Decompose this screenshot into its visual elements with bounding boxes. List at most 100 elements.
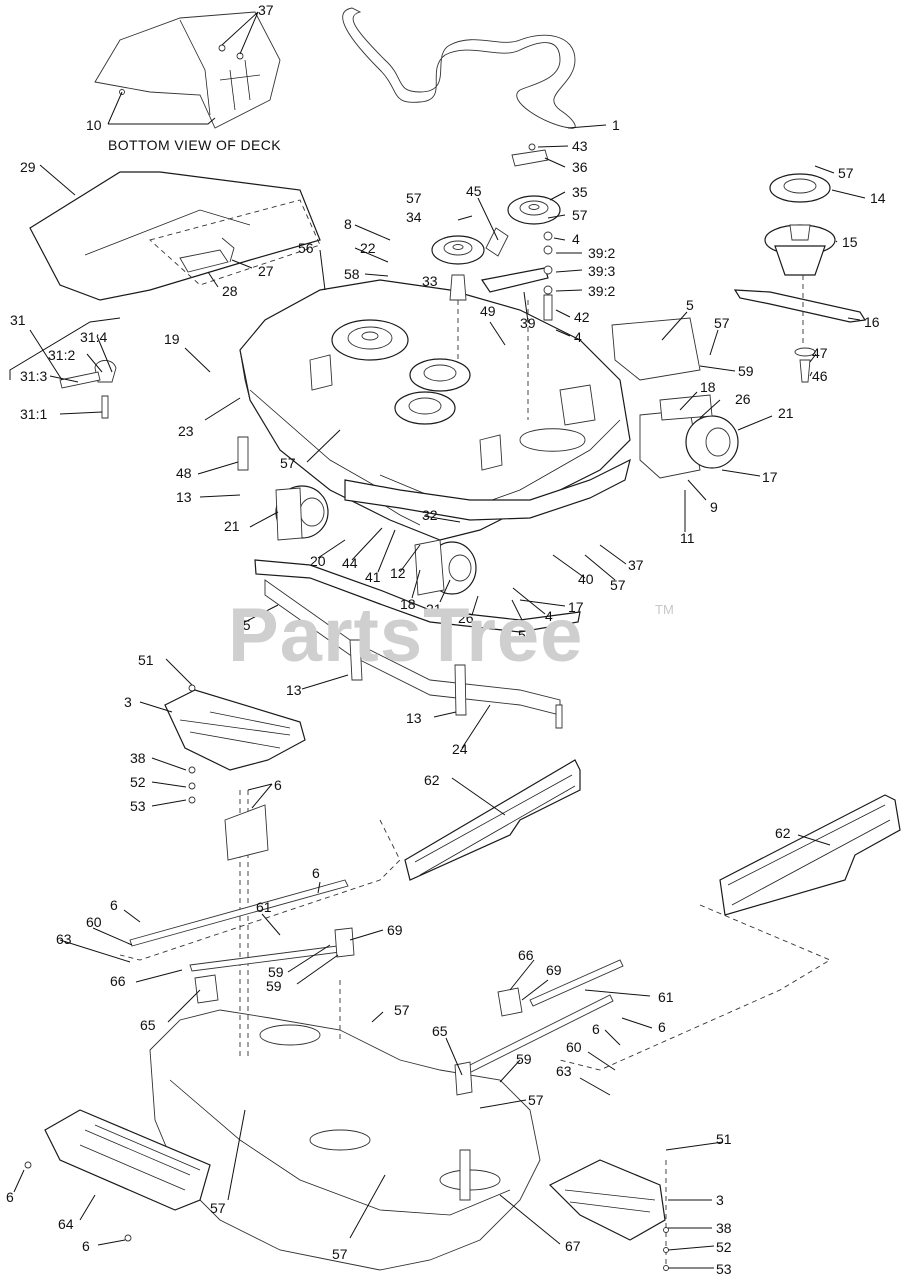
callout: 57 bbox=[714, 315, 730, 331]
callout: 26 bbox=[458, 610, 474, 626]
callout: 41 bbox=[365, 569, 381, 585]
callout: 6 bbox=[658, 1019, 666, 1035]
baffle-rails bbox=[119, 759, 901, 1071]
callout: 21 bbox=[426, 601, 442, 617]
callout: 60 bbox=[566, 1039, 582, 1055]
callout: 13 bbox=[406, 710, 422, 726]
callout: 62 bbox=[775, 825, 791, 841]
callout: 48 bbox=[176, 465, 192, 481]
callout: 5 bbox=[686, 297, 694, 313]
callout: 59 bbox=[738, 363, 754, 379]
callout: 47 bbox=[812, 345, 828, 361]
mower-deck-upper bbox=[239, 279, 631, 541]
callout: 6 bbox=[274, 777, 282, 793]
callout: 43 bbox=[572, 138, 588, 154]
callout: 32 bbox=[422, 507, 438, 523]
callout: 31:2 bbox=[48, 347, 75, 363]
callout: 8 bbox=[344, 216, 352, 232]
callout: 13 bbox=[176, 489, 192, 505]
drive-belt bbox=[342, 7, 576, 129]
callout: 39:2 bbox=[588, 245, 615, 261]
spindle-assembly bbox=[733, 173, 867, 383]
callout: 6 bbox=[82, 1238, 90, 1254]
callout: 69 bbox=[546, 962, 562, 978]
trademark-symbol: TM bbox=[655, 602, 674, 617]
callout: 63 bbox=[556, 1063, 572, 1079]
callout: 6 bbox=[110, 897, 118, 913]
callout: 4 bbox=[572, 231, 580, 247]
callout: 6 bbox=[6, 1189, 14, 1205]
callout: 4 bbox=[574, 329, 582, 345]
callout: 3 bbox=[716, 1192, 724, 1208]
callout: 64 bbox=[58, 1216, 74, 1232]
callout: 37 bbox=[628, 557, 644, 573]
callout: 67 bbox=[565, 1238, 581, 1254]
callout: 66 bbox=[518, 947, 534, 963]
callout: 1 bbox=[612, 117, 620, 133]
callout: 57 bbox=[838, 165, 854, 181]
belt-cover bbox=[29, 171, 321, 301]
callout: 59 bbox=[266, 978, 282, 994]
callout: 59 bbox=[516, 1051, 532, 1067]
callout: 50 bbox=[518, 627, 534, 643]
callout: 51 bbox=[716, 1131, 732, 1147]
callout: 37 bbox=[258, 2, 274, 18]
callout: 69 bbox=[387, 922, 403, 938]
callout: 18 bbox=[400, 596, 416, 612]
callout: 57 bbox=[210, 1200, 226, 1216]
callout: 53 bbox=[716, 1261, 732, 1277]
callout: 26 bbox=[735, 391, 751, 407]
callout: 24 bbox=[452, 741, 468, 757]
callout-labels: 37 10 1 43 36 35 57 57 14 45 34 57 4 8 2… bbox=[6, 2, 886, 1277]
callout: 59 bbox=[268, 964, 284, 980]
pulleys-and-idler bbox=[431, 143, 561, 420]
callout: 17 bbox=[568, 599, 584, 615]
lift-rods bbox=[129, 804, 624, 1096]
callout: 42 bbox=[574, 309, 590, 325]
callout: 57 bbox=[406, 190, 422, 206]
callout: 57 bbox=[572, 207, 588, 223]
callout: 57 bbox=[332, 1246, 348, 1262]
callout: 25 bbox=[235, 617, 251, 633]
callout: 6 bbox=[592, 1021, 600, 1037]
callout: 21 bbox=[778, 405, 794, 421]
callout: 57 bbox=[528, 1092, 544, 1108]
callout: 62 bbox=[424, 772, 440, 788]
callout: 31:4 bbox=[80, 329, 107, 345]
discharge-deflector-lower bbox=[548, 1159, 669, 1271]
callout: 11 bbox=[680, 530, 695, 546]
callout: 52 bbox=[130, 774, 146, 790]
mower-deck-lower bbox=[149, 790, 541, 1271]
callout: 4 bbox=[545, 608, 553, 624]
callout: 3 bbox=[124, 694, 132, 710]
callout: 49 bbox=[480, 303, 496, 319]
callout: 52 bbox=[716, 1239, 732, 1255]
callout: 53 bbox=[130, 798, 146, 814]
callout: 29 bbox=[20, 159, 36, 175]
foot-step-plate bbox=[24, 1109, 211, 1242]
callout: 27 bbox=[258, 263, 274, 279]
callout: 23 bbox=[178, 423, 194, 439]
callout: 66 bbox=[110, 973, 126, 989]
callout: 22 bbox=[360, 240, 376, 256]
bottom-view-caption: BOTTOM VIEW OF DECK bbox=[108, 137, 282, 153]
callout: 9 bbox=[710, 499, 718, 515]
callout: 14 bbox=[870, 190, 886, 206]
callout: 15 bbox=[842, 234, 858, 250]
callout: 31:3 bbox=[20, 368, 47, 384]
callout: 39:2 bbox=[588, 283, 615, 299]
callout: 39 bbox=[520, 315, 536, 331]
callout: 40 bbox=[578, 571, 594, 587]
callout: 57 bbox=[610, 577, 626, 593]
callout: 19 bbox=[164, 331, 180, 347]
callout: 51 bbox=[138, 652, 154, 668]
callout: 13 bbox=[286, 682, 302, 698]
callout: 44 bbox=[342, 555, 358, 571]
deck-rollers-left bbox=[59, 360, 477, 596]
callout: 57 bbox=[280, 455, 296, 471]
callout: 31:1 bbox=[20, 406, 47, 422]
callout: 46 bbox=[812, 368, 828, 384]
callout: 33 bbox=[422, 273, 438, 289]
callout: 45 bbox=[466, 183, 482, 199]
